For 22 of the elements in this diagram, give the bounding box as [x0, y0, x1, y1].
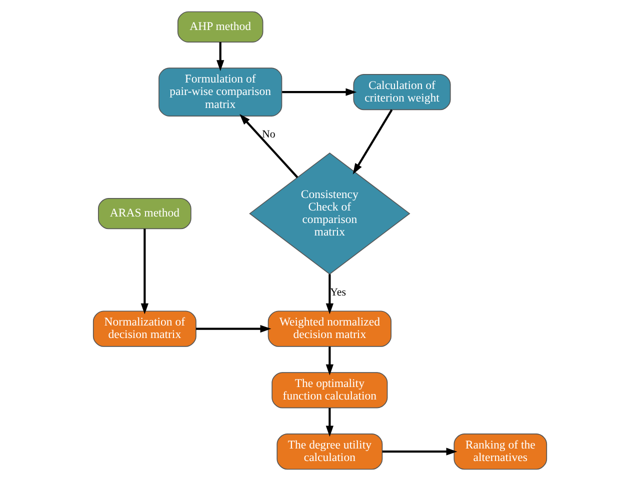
edge-label: Yes — [330, 286, 346, 298]
node-box: AHP method — [177, 11, 264, 42]
node-box: Weighted normalized decision matrix — [268, 310, 392, 347]
node-box: Normalization of decision matrix — [92, 310, 196, 347]
edge-label: No — [262, 128, 276, 140]
node-box: Ranking of the alternatives — [454, 434, 548, 470]
arrow — [326, 346, 334, 376]
arrow — [196, 324, 272, 333]
node-box: The degree utility calculation — [276, 434, 383, 470]
node-box: Calculation of criterion weight — [353, 74, 451, 110]
arrow — [216, 42, 224, 72]
arrow — [382, 448, 458, 456]
arrow — [140, 228, 148, 314]
node-box: The optimality function calculation — [272, 372, 388, 408]
node-box: ARAS method — [98, 198, 192, 230]
arrow — [282, 88, 357, 96]
node-box: Formulation of pair-wise comparison matrix — [158, 68, 282, 116]
arrow — [326, 274, 334, 314]
node-diamond: Consistency Check of comparison matrix — [249, 152, 410, 275]
arrow — [326, 408, 334, 437]
arrow — [352, 109, 393, 174]
arrow — [240, 114, 298, 178]
